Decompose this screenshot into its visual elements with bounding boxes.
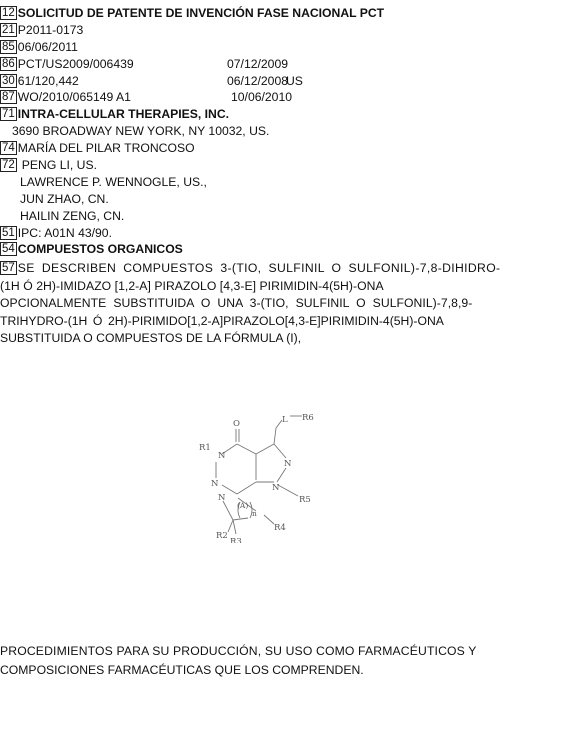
publication-number: WO/2010/065149 A1 <box>17 90 131 105</box>
structure-atom: N <box>272 483 280 493</box>
field-code: 85 <box>0 39 17 54</box>
structure-atom: L <box>282 415 288 425</box>
field-code: 72 <box>0 158 17 173</box>
national-phase-date: 06/06/2011 <box>17 39 78 54</box>
inventor-row: JUN ZHAO, CN. <box>0 191 566 208</box>
structure-atom: R3 <box>230 537 242 543</box>
ipc-classification: IPC: A01N 43/90. <box>17 225 112 240</box>
inventor-row: HAILIN ZENG, CN. <box>0 208 566 225</box>
document-title: SOLICITUD DE PATENTE DE INVENCIÓN FASE N… <box>17 6 385 20</box>
closing-line: PROCEDIMIENTOS PARA SU PRODUCCIÓN, SU US… <box>0 642 566 661</box>
inventor-name: HAILIN ZENG, CN. <box>20 208 125 223</box>
publication-date: 10/06/2010 <box>231 90 292 105</box>
agent-name: MARÍA DEL PILAR TRONCOSO <box>17 141 195 156</box>
pct-date: 07/12/2009 <box>227 56 288 71</box>
field-72: 72 PENG LI, US. <box>0 157 566 174</box>
priority-date: 06/12/2008 <box>227 73 288 88</box>
field-code: 30 <box>0 73 17 88</box>
application-number: P2011-0173 <box>17 22 84 37</box>
applicant-address-row: 3690 BROADWAY NEW YORK, NY 10032, US. <box>0 123 566 140</box>
field-code: 51 <box>0 225 17 240</box>
abstract-text: SE DESCRIBEN COMPUESTOS 3-(TIO, SULFINIL… <box>17 261 501 275</box>
field-code: 86 <box>0 56 17 71</box>
structure-atom: R6 <box>302 413 314 423</box>
field-code: 54 <box>0 242 17 257</box>
structure-index: n <box>252 509 257 518</box>
closing-paragraph: PROCEDIMIENTOS PARA SU PRODUCCIÓN, SU US… <box>0 642 566 679</box>
closing-text: COMPOSICIONES FARMACÉUTICAS QUE LOS COMP… <box>0 662 364 677</box>
abstract-line: OPCIONALMENTE SUBSTITUIDA O UNA 3-(TIO, … <box>0 295 562 313</box>
structure-atom: N <box>284 459 292 469</box>
structure-atom: O <box>233 419 240 429</box>
field-code: 12 <box>0 6 17 20</box>
applicant-name: INTRA-CELLULAR THERAPIES, INC. <box>17 107 230 122</box>
abstract-line: (1H Ó 2H)-IMIDAZO [1,2-A] PIRAZOLO [4,3-… <box>0 278 562 296</box>
abstract-text: SUBSTITUIDA O COMPUESTOS DE LA FÓRMULA (… <box>0 331 302 345</box>
structure-group: (A) <box>237 501 248 510</box>
structure-atom: N <box>218 493 226 503</box>
inventor-name: JUN ZHAO, CN. <box>20 191 109 206</box>
abstract-line: SUBSTITUIDA O COMPUESTOS DE LA FÓRMULA (… <box>0 330 562 348</box>
structure-atom: N <box>211 479 219 489</box>
structure-atom: R1 <box>199 443 211 453</box>
inventor-row: LAWRENCE P. WENNOGLE, US., <box>0 174 566 191</box>
priority-number: 61/120,442 <box>17 73 79 88</box>
field-code: 71 <box>0 107 17 122</box>
structure-atom: N <box>218 451 226 461</box>
abstract-line: TRIHYDRO-(1H Ó 2H)-PIRIMIDO[1,2-A]PIRAZO… <box>0 313 562 331</box>
field-code: 74 <box>0 141 17 156</box>
closing-text: PROCEDIMIENTOS PARA SU PRODUCCIÓN, SU US… <box>0 644 477 658</box>
closing-line: COMPOSICIONES FARMACÉUTICAS QUE LOS COMP… <box>0 661 566 680</box>
field-code: 87 <box>0 90 17 105</box>
invention-title: COMPUESTOS ORGANICOS <box>17 242 183 257</box>
structure-atom: R2 <box>216 531 228 541</box>
structure-atom: R5 <box>299 495 311 505</box>
inventor-name: LAWRENCE P. WENNOGLE, US., <box>20 174 207 189</box>
abstract-text: OPCIONALMENTE SUBSTITUIDA O UNA 3-(TIO, … <box>0 296 473 310</box>
applicant-address: 3690 BROADWAY NEW YORK, NY 10032, US. <box>12 124 270 139</box>
abstract-text: (1H Ó 2H)-IMIDAZO [1,2-A] PIRAZOLO [4,3-… <box>0 278 384 293</box>
structure-atom: R4 <box>274 523 286 533</box>
priority-country: US <box>286 73 303 88</box>
chemical-structure-formula-i: O R1 N L R6 N N R5 N N (A) n R2 R3 R4 <box>199 413 314 543</box>
field-code: 57 <box>0 261 17 275</box>
abstract-text: TRIHYDRO-(1H Ó 2H)-PIRIMIDO[1,2-A]PIRAZO… <box>0 313 444 328</box>
inventor-name: PENG LI, US. <box>21 158 97 173</box>
field-code: 21 <box>0 22 17 37</box>
pct-number: PCT/US2009/006439 <box>17 56 134 71</box>
